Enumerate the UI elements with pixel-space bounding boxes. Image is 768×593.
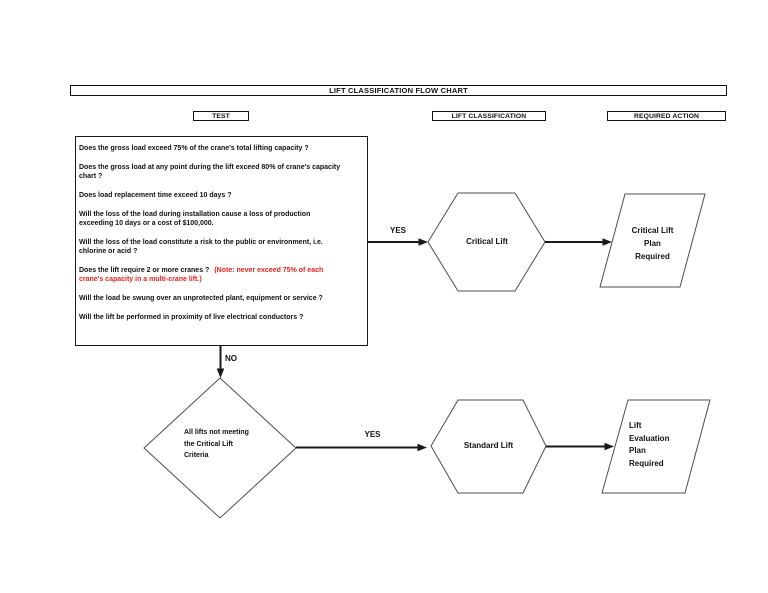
arrow-standard-to-plan-head [604,442,614,451]
criteria-question-6-text: Does the lift require 2 or more cranes ? [79,267,210,274]
criteria-question-2: Does the gross load at any point during … [79,164,341,180]
criteria-question-1: Does the gross load exceed 75% of the cr… [79,145,309,152]
criteria-question-8: Will the lift be performed in proximity … [79,314,304,321]
criteria-question-5: Will the loss of the load constitute a r… [79,239,323,255]
criteria-question-box: Does the gross load exceed 75% of the cr… [75,136,368,346]
page-title: LIFT CLASSIFICATION FLOW CHART [70,85,727,96]
criteria-question-3: Does load replacement time exceed 10 day… [79,192,232,199]
column-header-lift-classification: LIFT CLASSIFICATION [432,111,546,121]
critical-lift-plan-parallelogram [599,193,706,288]
no-label: NO [225,354,237,363]
arrow-no-down-head [216,368,225,378]
standard-lift-label: Standard Lift [463,441,514,450]
yes-label-top: YES [389,226,406,235]
lift-evaluation-plan-parallelogram [601,399,711,494]
column-header-required-action: REQUIRED ACTION [607,111,726,121]
column-header-test: TEST [193,111,249,121]
arrow-yes-to-standard-head [417,443,427,452]
lift-evaluation-plan-label: Lift Evaluation Plan Required [629,421,670,468]
criteria-question-6-red-note: (Note: never exceed 75% of each crane's … [79,267,324,283]
decision-diamond [143,377,297,519]
criteria-question-7: Will the load be swung over an unprotect… [79,295,323,302]
arrow-critical-to-plan-head [602,238,612,246]
criteria-question-6: Does the lift require 2 or more cranes ?… [79,266,363,284]
yes-label-bottom: YES [364,430,381,439]
critical-lift-label: Critical Lift [466,237,508,246]
criteria-question-4: Will the loss of the load during install… [79,211,311,227]
critical-lift-plan-label: Critical Lift Plan Required [631,226,674,261]
fallthrough-criteria-label: All lifts not meeting the Critical Lift … [184,429,249,459]
arrow-yes-to-critical-head [418,238,428,246]
